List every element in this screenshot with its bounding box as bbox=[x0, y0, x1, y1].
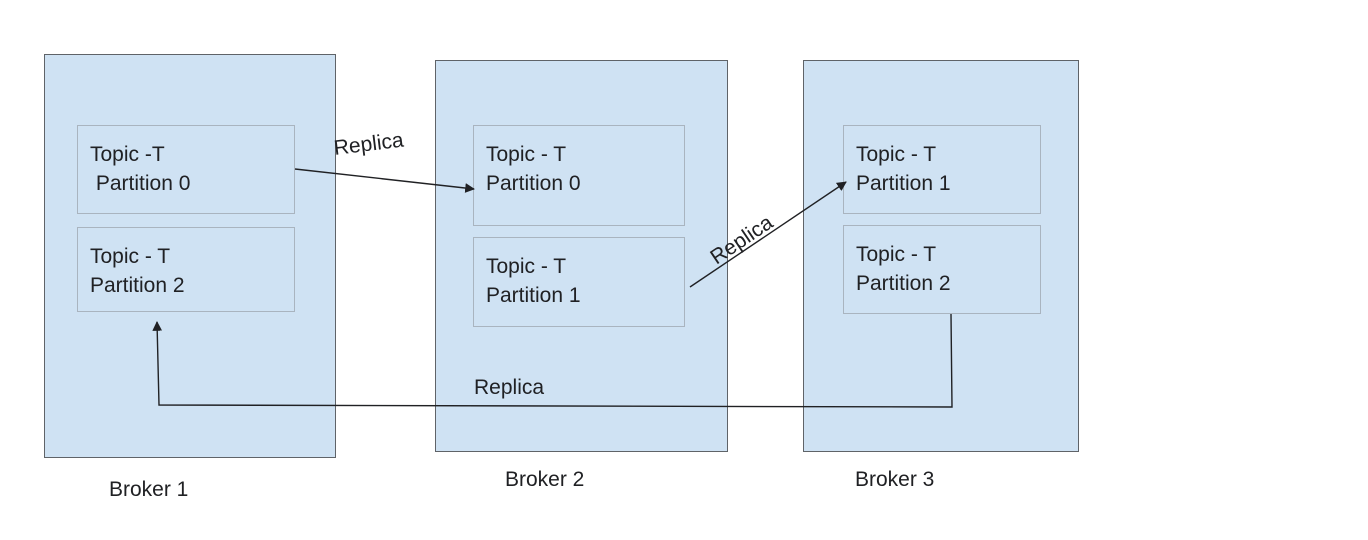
replica-label-1: Replica bbox=[332, 128, 405, 160]
partition-topic-label: Topic - T bbox=[90, 245, 171, 268]
broker-2-partition-0: Topic - T Partition 0 bbox=[473, 125, 685, 226]
partition-number-label: Partition 0 bbox=[90, 172, 191, 195]
partition-topic-label: Topic -T bbox=[90, 143, 165, 166]
partition-topic-label: Topic - T bbox=[486, 255, 567, 278]
replica-label-3: Replica bbox=[474, 376, 545, 399]
partition-topic-label: Topic - T bbox=[856, 243, 937, 266]
partition-topic-label: Topic - T bbox=[486, 143, 567, 166]
broker-3-label: Broker 3 bbox=[855, 468, 935, 491]
partition-topic-label: Topic - T bbox=[856, 143, 937, 166]
partition-number-label: Partition 1 bbox=[486, 284, 581, 307]
partition-number-label: Partition 2 bbox=[856, 272, 951, 295]
broker-1-partition-2: Topic - T Partition 2 bbox=[77, 227, 295, 312]
partition-number-label: Partition 2 bbox=[90, 274, 185, 297]
broker-2-label: Broker 2 bbox=[505, 468, 585, 491]
broker-3-partition-1: Topic - T Partition 1 bbox=[843, 125, 1041, 214]
broker-3-partition-2: Topic - T Partition 2 bbox=[843, 225, 1041, 314]
partition-number-label: Partition 0 bbox=[486, 172, 581, 195]
broker-1-label: Broker 1 bbox=[109, 478, 189, 501]
broker-2-partition-1: Topic - T Partition 1 bbox=[473, 237, 685, 327]
partition-number-label: Partition 1 bbox=[856, 172, 951, 195]
broker-1-partition-0: Topic -T Partition 0 bbox=[77, 125, 295, 214]
